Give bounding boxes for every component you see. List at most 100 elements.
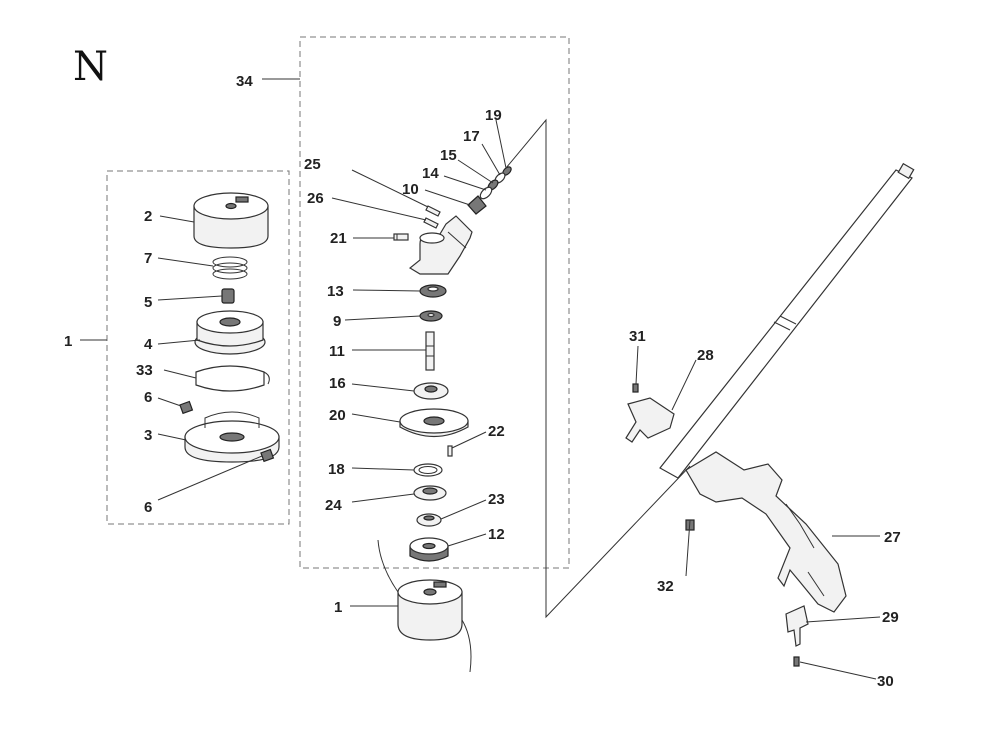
drive-shaft-tube: [659, 162, 915, 479]
leader-24: [351, 493, 415, 503]
leader-10: [424, 189, 471, 206]
callout-26: 26: [307, 190, 324, 207]
part-33-line: [195, 365, 270, 392]
leader-5: [157, 295, 223, 301]
part-6-top-clip: [179, 400, 194, 415]
callout-14: 14: [422, 165, 439, 182]
part-5-eyelet: [221, 288, 235, 304]
part-31-screw: [632, 383, 639, 393]
leader-6-bottom: [157, 455, 263, 501]
leader-4: [157, 339, 201, 345]
part-30-screw: [793, 656, 800, 667]
callout-23: 23: [488, 491, 505, 508]
callout-7: 7: [144, 250, 152, 267]
callout-34: 34: [236, 73, 253, 90]
part-3-housing: [184, 411, 280, 463]
leader-19: [495, 119, 507, 169]
leader-14: [443, 175, 487, 191]
callout-1-bottom: 1: [334, 599, 342, 616]
callout-33: 33: [136, 362, 153, 379]
leader-28: [671, 359, 697, 411]
callout-32: 32: [657, 578, 674, 595]
part-29-clip: [785, 605, 809, 647]
leader-7: [157, 257, 214, 267]
leader-22: [451, 431, 487, 449]
callout-2: 2: [144, 208, 152, 225]
callout-18: 18: [328, 461, 345, 478]
callout-17: 17: [463, 128, 480, 145]
leader-3: [157, 433, 187, 441]
part-20-cover-plate: [399, 408, 469, 437]
part-4-spool: [194, 310, 266, 355]
part-11-shaft: [425, 331, 435, 371]
part-7-spring: [212, 256, 248, 280]
leader-20: [351, 413, 401, 423]
part-23-washer: [416, 513, 442, 527]
callout-27: 27: [884, 529, 901, 546]
part-21-screw: [393, 233, 409, 241]
part-14-bearing: [479, 186, 493, 200]
leader-33: [163, 369, 197, 379]
leader-12: [447, 533, 487, 547]
leader-30: [799, 661, 877, 680]
callout-31: 31: [629, 328, 646, 345]
callout-16: 16: [329, 375, 346, 392]
section-letter: N: [73, 44, 108, 90]
part-1-assembled-head: [377, 539, 472, 673]
callout-11: 11: [329, 343, 345, 360]
leader-26: [331, 197, 427, 221]
callout-20: 20: [329, 407, 346, 424]
callout-4: 4: [144, 336, 153, 353]
callout-25: 25: [304, 156, 321, 173]
part-18-ring: [413, 463, 443, 477]
callout-22: 22: [488, 423, 505, 440]
part-13-bearing: [419, 284, 447, 298]
leader-32: [685, 519, 691, 577]
part-2-cover: [193, 192, 269, 249]
part-12-spool-adapter: [409, 537, 449, 562]
leader-15: [457, 159, 494, 184]
leader-6-top: [157, 397, 182, 407]
callout-15: 15: [440, 147, 457, 164]
leader-17: [481, 143, 501, 176]
callout-9: 9: [333, 313, 341, 330]
callout-5: 5: [144, 294, 152, 311]
leader-25: [351, 169, 429, 208]
part-24-collar: [413, 485, 447, 501]
callout-30: 30: [877, 673, 894, 690]
callout-21: 21: [330, 230, 347, 247]
callout-28: 28: [697, 347, 714, 364]
leader-13: [352, 289, 421, 292]
callout-6-bottom: 6: [144, 499, 152, 516]
callout-13: 13: [327, 283, 344, 300]
leader-18: [351, 467, 415, 471]
callout-29: 29: [882, 609, 899, 626]
callout-24: 24: [325, 497, 342, 514]
leader-29: [805, 616, 881, 623]
leader-23: [440, 499, 487, 520]
part-28-bracket: [625, 397, 675, 443]
part-16-bearing: [413, 382, 449, 400]
part-10-gear: [467, 195, 487, 215]
part-26-bolt: [423, 217, 439, 229]
leader-2: [159, 215, 195, 223]
part-6-bottom-clip: [260, 448, 275, 463]
callout-1-left: 1: [64, 333, 72, 350]
part-22-screw: [447, 445, 453, 457]
part-9-washer: [419, 310, 443, 322]
callout-10: 10: [402, 181, 419, 198]
gearhead-group-box: [299, 36, 570, 569]
callout-19: 19: [485, 107, 502, 124]
part-27-handle: [685, 451, 847, 613]
leader-16: [351, 383, 415, 392]
leader-9: [344, 315, 421, 321]
callout-6-top: 6: [144, 389, 152, 406]
callout-3: 3: [144, 427, 152, 444]
shaft-frame-lines: [505, 118, 691, 619]
part-25-bolt: [425, 205, 441, 217]
leader-31: [635, 345, 639, 385]
callout-12: 12: [488, 526, 505, 543]
gearhead-housing: [408, 215, 473, 275]
trimmer-head-group-box: [106, 170, 290, 525]
